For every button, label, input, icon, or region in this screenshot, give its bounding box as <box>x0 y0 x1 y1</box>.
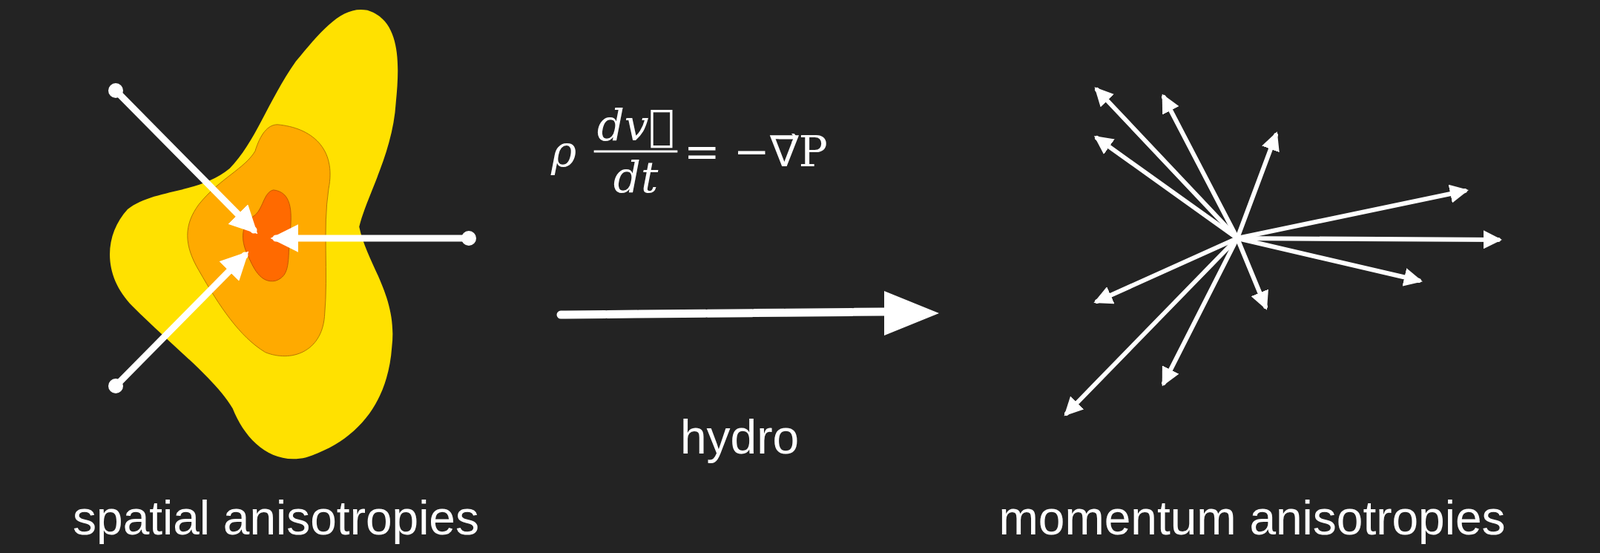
caption-right: momentum anisotropies <box>999 494 1506 542</box>
outflow-arrows <box>1066 89 1499 414</box>
fraction-bar <box>594 150 678 153</box>
fluid-blob <box>109 9 398 459</box>
equation-rhs: = −∇⃗P <box>683 129 828 173</box>
density-symbol: ρ <box>551 129 577 173</box>
caption-left: spatial anisotropies <box>72 494 480 542</box>
arrow-label: hydro <box>680 413 799 461</box>
hydro-arrow <box>560 290 940 336</box>
inflow-arrows <box>115 90 469 386</box>
denominator: dt <box>613 155 658 199</box>
numerator: dv⃗ <box>597 103 676 147</box>
